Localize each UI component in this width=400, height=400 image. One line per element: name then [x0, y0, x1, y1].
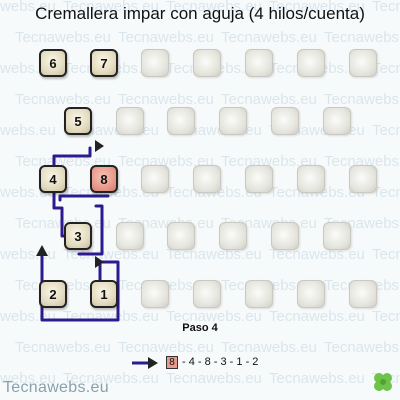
step-label: Paso 4 — [182, 322, 218, 334]
clover-icon — [374, 373, 392, 391]
arrow-right-icon — [132, 357, 158, 369]
empty-bead — [297, 49, 325, 77]
empty-bead — [167, 222, 195, 250]
empty-bead — [245, 280, 273, 308]
empty-bead — [349, 280, 377, 308]
arrow-up-icon — [36, 245, 48, 256]
empty-bead — [141, 165, 169, 193]
empty-bead — [271, 107, 299, 135]
empty-bead — [349, 165, 377, 193]
arrow-right-icon — [95, 256, 104, 268]
empty-bead — [271, 222, 299, 250]
empty-bead — [141, 280, 169, 308]
bead-4: 4 — [39, 165, 67, 193]
empty-bead — [323, 107, 351, 135]
empty-bead — [116, 107, 144, 135]
bead-2: 2 — [39, 280, 67, 308]
empty-bead — [297, 165, 325, 193]
empty-bead — [193, 49, 221, 77]
arrow-right-icon — [95, 140, 104, 152]
bead-1: 1 — [90, 280, 118, 308]
empty-bead — [219, 107, 247, 135]
empty-bead — [297, 280, 325, 308]
empty-bead — [323, 222, 351, 250]
page-title: Cremallera impar con aguja (4 hilos/cuen… — [35, 4, 365, 23]
empty-bead — [219, 222, 247, 250]
bead-8-current: 8 — [90, 165, 118, 193]
sequence-text: - 4 - 8 - 3 - 1 - 2 — [182, 356, 259, 368]
bead-7: 7 — [90, 49, 118, 77]
bead-3: 3 — [64, 222, 92, 250]
empty-bead — [141, 49, 169, 77]
bead-6: 6 — [39, 49, 67, 77]
empty-bead — [167, 107, 195, 135]
empty-bead — [193, 165, 221, 193]
empty-bead — [245, 165, 273, 193]
empty-bead — [116, 222, 144, 250]
empty-bead — [193, 280, 221, 308]
brand-text: Tecnawebs.eu — [3, 379, 109, 396]
current-bead-swatch: 8 — [166, 356, 178, 369]
empty-bead — [245, 49, 273, 77]
empty-bead — [349, 49, 377, 77]
bead-5: 5 — [64, 107, 92, 135]
